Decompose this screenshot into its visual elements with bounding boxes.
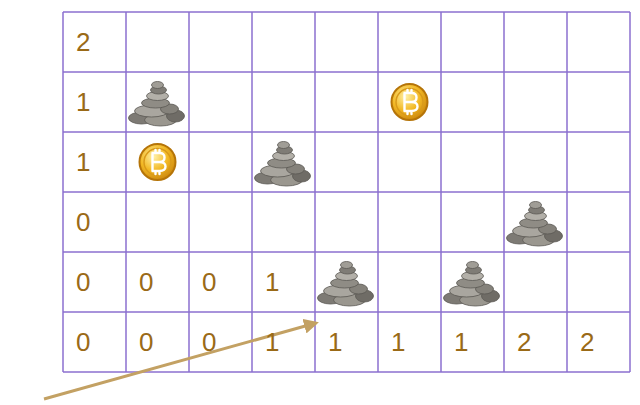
coin-body — [392, 84, 428, 120]
table-cell: 2 — [504, 312, 567, 372]
grid-line — [63, 191, 630, 193]
grid-line — [63, 11, 630, 13]
icons — [129, 82, 563, 307]
bitcoin-mark — [153, 150, 166, 174]
table-cell: 0 — [189, 252, 252, 312]
table-cell: 0 — [126, 252, 189, 312]
table-cell: 0 — [126, 312, 189, 372]
rock-cairn — [129, 82, 185, 127]
table-cell: 2 — [567, 312, 630, 372]
table-cell: 0 — [189, 312, 252, 372]
table-cell: 0 — [63, 312, 126, 372]
grid-line — [63, 131, 630, 133]
table-cell: 0 — [63, 192, 126, 252]
table-cell: 1 — [441, 312, 504, 372]
table-cell: 1 — [63, 72, 126, 132]
rock-cairn — [507, 202, 563, 247]
coin-ring — [396, 89, 423, 116]
table-cell: 1 — [378, 312, 441, 372]
rock-cairn — [318, 262, 374, 307]
stone — [278, 142, 290, 149]
stone — [467, 262, 479, 269]
table-cell: 1 — [252, 252, 315, 312]
bitcoin-coin — [140, 144, 176, 180]
bitcoin-mark — [405, 90, 418, 114]
bitcoin-coin — [392, 84, 428, 120]
table-cell: 2 — [63, 12, 126, 72]
rock-cairn — [255, 142, 311, 187]
stone — [530, 202, 542, 209]
grid-line — [63, 71, 630, 73]
grid-line — [63, 251, 630, 253]
grid-lines — [63, 12, 630, 372]
stone — [341, 262, 353, 269]
rock-cairn — [444, 262, 500, 307]
table-cell: 1 — [315, 312, 378, 372]
grid-line — [63, 311, 630, 313]
table-cell: 1 — [63, 132, 126, 192]
table-cell: 0 — [63, 252, 126, 312]
table-cell: 1 — [252, 312, 315, 372]
coin-body — [140, 144, 176, 180]
coin-ring — [144, 149, 171, 176]
stone — [152, 82, 164, 89]
